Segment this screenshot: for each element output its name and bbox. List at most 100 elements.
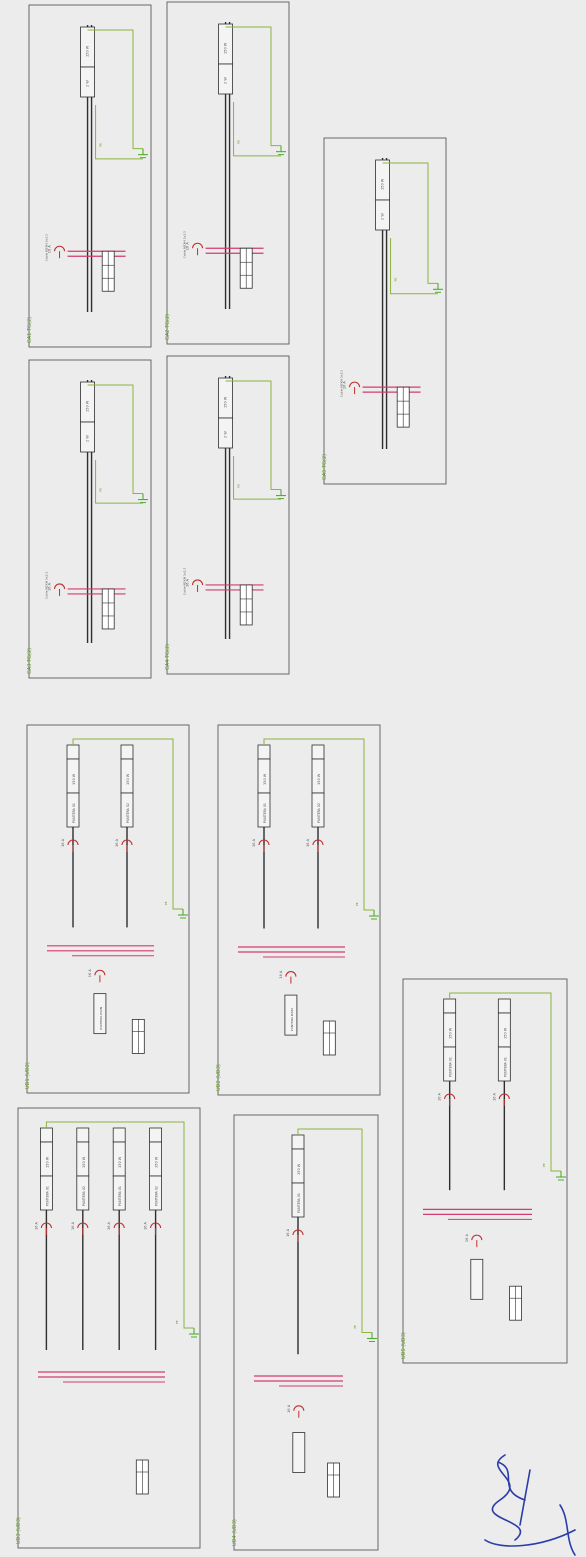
- ground-label: PE: [355, 902, 359, 906]
- meter-label: 150 W: [224, 396, 228, 408]
- ground-label: PE: [175, 1320, 179, 1324]
- ground-icon: [138, 148, 148, 159]
- meter-label: 150 W: [224, 42, 228, 54]
- branch-terminal: [76, 1127, 90, 1143]
- cable-note: Cable N2XH 3x2,5: [183, 568, 187, 595]
- earth-wire: [95, 105, 143, 160]
- branch-terminal: [149, 1127, 163, 1143]
- branch-label: PUNTERA 02: [82, 1186, 86, 1206]
- breaker-box-label: 2 W: [86, 435, 90, 442]
- panel-label: UD5 (UD3): [401, 1332, 407, 1359]
- signature-scribble: [484, 1454, 576, 1556]
- branch-meter: 150 W: [317, 773, 321, 785]
- info-table: [101, 588, 115, 630]
- breaker-box: [375, 199, 390, 231]
- panel-frame: [323, 137, 447, 485]
- panel-label: UD4 (UD3): [232, 1519, 238, 1546]
- branch-terminal: [40, 1127, 53, 1143]
- meter-label: 150 W: [86, 400, 90, 412]
- earth-wire: [87, 384, 143, 495]
- breaker-rating: 16 A: [306, 838, 310, 847]
- branch-terminal: [120, 744, 134, 760]
- info-table: [327, 1462, 341, 1498]
- panel-label: UD2 (UD3): [216, 1064, 222, 1091]
- info-table: [131, 1019, 145, 1054]
- panel-label: GA5 TG(2): [322, 454, 328, 480]
- panel-label: GA4 TG(2): [165, 644, 171, 670]
- breaker-arc: [54, 583, 66, 590]
- breaker-box: [218, 417, 233, 449]
- earth-wire: [263, 738, 374, 911]
- branch-meter: 150 W: [263, 773, 267, 785]
- branch-terminal: [291, 1134, 305, 1150]
- ground-icon: [138, 493, 148, 504]
- branch-label: PUNTERA 01: [297, 1193, 301, 1213]
- panel-label: GA1 TG(2): [27, 317, 33, 343]
- main-breaker-box: [93, 993, 107, 1035]
- breaker-icon: 16 A: [88, 969, 106, 983]
- breaker-arc: [498, 1093, 510, 1100]
- ground-label: PE: [542, 1163, 546, 1167]
- ground-label: PE: [237, 484, 241, 488]
- panel-frame: [402, 978, 568, 1364]
- branch-terminal: [257, 744, 271, 760]
- breaker-arc: [67, 839, 79, 846]
- ground-label: PE: [237, 140, 241, 144]
- breaker-icon: 16 A: [343, 381, 361, 395]
- earth-wire: [390, 238, 438, 295]
- breaker-icon: 16 A: [48, 582, 66, 596]
- breaker-arc: [192, 242, 204, 249]
- breaker-icon: 16 A: [438, 1092, 456, 1106]
- breaker-rating: 16 A: [107, 1221, 111, 1230]
- breaker-icon: 16 A: [144, 1221, 162, 1235]
- breaker-arc: [293, 1405, 305, 1411]
- earth-wire: [382, 162, 438, 284]
- meter-label: 150 W: [381, 178, 385, 190]
- ground-icon: [367, 1332, 377, 1342]
- panel-frame: [28, 4, 152, 348]
- breaker-arc: [113, 1222, 125, 1229]
- branch-meter: 150 W: [82, 1156, 86, 1168]
- panel-label: GA2 TG(2): [165, 314, 171, 340]
- breaker-rating: 16 A: [34, 1221, 38, 1230]
- main-breaker-box: [292, 1432, 306, 1473]
- breaker-rating: 16 A: [144, 1221, 148, 1230]
- breaker-icon: 16 A: [48, 245, 66, 259]
- breaker-arc: [150, 1222, 162, 1229]
- earth-wire: [225, 26, 281, 147]
- breaker-arc: [77, 1222, 89, 1229]
- info-table: [509, 1285, 523, 1321]
- cable-note: Cable N2XH 3x2,5: [183, 231, 187, 258]
- breaker-icon: 16 A: [492, 1092, 510, 1106]
- breaker-arc: [258, 839, 270, 846]
- earth-wire: [233, 102, 281, 157]
- ground-icon: [276, 489, 286, 500]
- panel-frame: [17, 1107, 201, 1549]
- breaker-rating: 16 A: [343, 381, 347, 390]
- breaker-icon: 16 A: [279, 970, 297, 984]
- info-table: [239, 584, 253, 626]
- panel-label: UD3 (UD3): [16, 1517, 22, 1544]
- breaker-rating: 16 A: [286, 1228, 290, 1237]
- branch-meter: 150 W: [126, 773, 130, 785]
- panel-frame: [166, 355, 290, 675]
- panel-ud2: UD2 (UD3) 150 W PUNTERA 01 16 A 150 W PUNTERA…: [216, 724, 381, 1096]
- branch-label: PUNTERA 01: [263, 803, 267, 823]
- earth-wire: [449, 992, 561, 1172]
- breaker-rating: 16 A: [48, 245, 52, 254]
- earth-wire: [72, 738, 183, 910]
- branch-label: PUNTERA 01: [45, 1186, 49, 1206]
- main-breaker-label: PUNTERA MAIN: [290, 1008, 294, 1031]
- breaker-icon: 16 A: [115, 838, 133, 852]
- cable-note: Cable N2XH 3x2,5: [45, 572, 49, 599]
- branch-terminal: [443, 998, 457, 1014]
- branch-meter: 150 W: [118, 1156, 122, 1168]
